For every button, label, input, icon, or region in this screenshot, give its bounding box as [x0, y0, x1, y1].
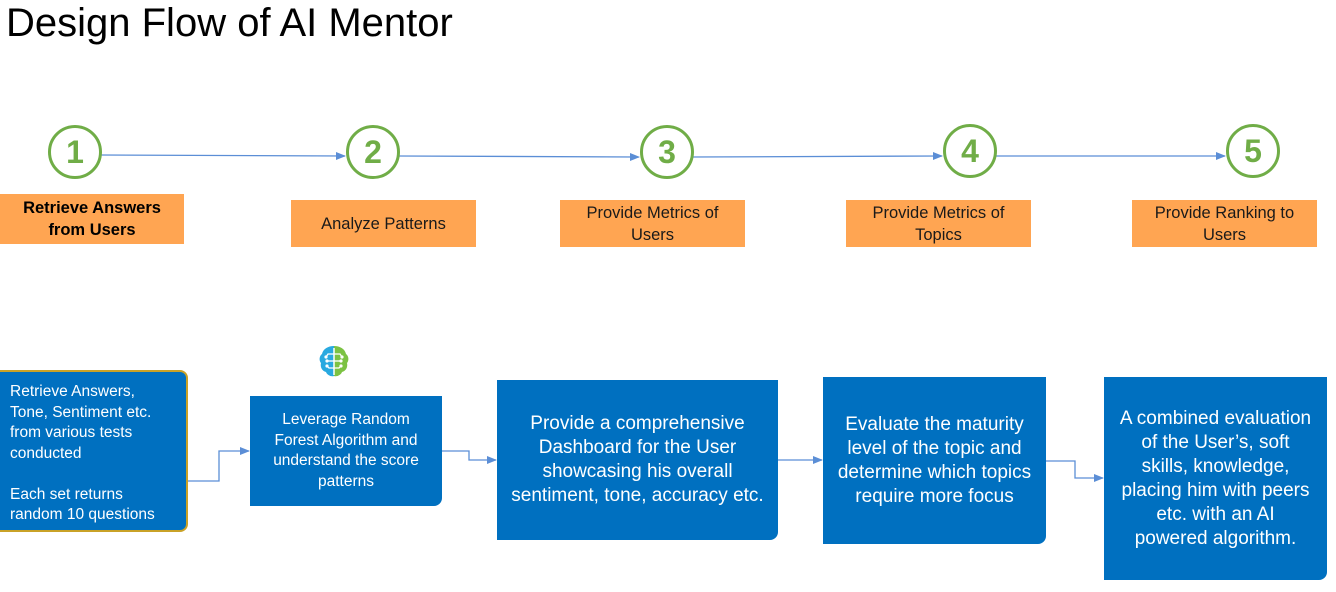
connector-detail-4-to-5 [1046, 460, 1104, 482]
step-label-4: Provide Metrics of Topics [846, 200, 1031, 247]
detail-text-ranking: A combined evaluation of the User’s, sof… [1119, 407, 1312, 549]
detail-box-ranking: A combined evaluation of the User’s, sof… [1104, 377, 1327, 580]
detail-box-user-metrics: Provide a comprehensive Dashboard for th… [497, 380, 778, 540]
detail-text-retrieve: Retrieve Answers, Tone, Sentiment etc. f… [10, 383, 155, 523]
arrow-step-3-to-4 [691, 152, 943, 161]
arrow-step-1-to-2 [100, 151, 346, 160]
arrow-step-2-to-3 [397, 152, 640, 161]
step-label-5: Provide Ranking to Users [1132, 200, 1317, 247]
connector-detail-2-to-3 [442, 450, 497, 464]
step-circle-4: 4 [943, 124, 997, 178]
connector-detail-1-to-2 [188, 447, 250, 482]
step-circle-1: 1 [48, 125, 102, 179]
detail-box-retrieve: Retrieve Answers, Tone, Sentiment etc. f… [0, 370, 188, 532]
page-title: Design Flow of AI Mentor [6, 1, 453, 45]
detail-box-topic-metrics: Evaluate the maturity level of the topic… [823, 377, 1046, 544]
detail-text-user-metrics: Provide a comprehensive Dashboard for th… [511, 413, 764, 506]
step-circle-5: 5 [1226, 124, 1280, 178]
step-label-1: Retrieve Answers from Users [0, 194, 184, 244]
step-circle-2: 2 [346, 125, 400, 179]
step-circle-3: 3 [640, 125, 694, 179]
brain-circuit-icon [319, 346, 349, 377]
detail-box-analyze: Leverage Random Forest Algorithm and und… [250, 396, 442, 506]
detail-text-topic-metrics: Evaluate the maturity level of the topic… [837, 413, 1032, 507]
step-label-3: Provide Metrics of Users [560, 200, 745, 247]
step-label-2: Analyze Patterns [291, 200, 476, 247]
detail-text-analyze: Leverage Random Forest Algorithm and und… [273, 411, 419, 490]
